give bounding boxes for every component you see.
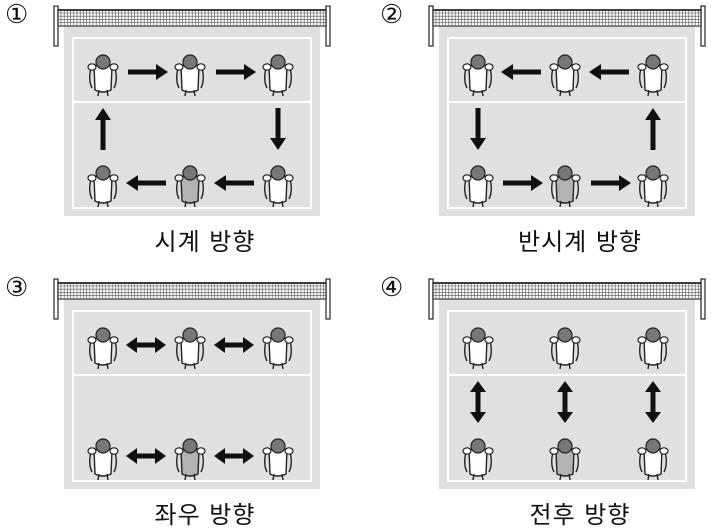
court-lines: [447, 310, 687, 482]
arrow-icon: [214, 175, 254, 191]
player-icon: [262, 438, 294, 481]
arrow-icon: [501, 64, 541, 80]
player-icon: [462, 165, 494, 208]
court-diagram: [428, 278, 706, 489]
double-arrow-icon: [126, 337, 166, 353]
panel-number: ④: [380, 273, 404, 303]
player-icon: [87, 165, 119, 208]
court-lines: [447, 37, 687, 209]
double-arrow-icon: [214, 337, 254, 353]
player-icon: [262, 165, 294, 208]
panel-caption: 전후 방향: [529, 501, 631, 529]
player-icon: [87, 327, 119, 370]
panel-number: ③: [5, 273, 29, 303]
player-icon: [637, 438, 669, 481]
panel-number: ②: [380, 0, 404, 30]
volleyball-net-icon: [432, 282, 702, 300]
player-icon: [637, 54, 669, 97]
double-arrow-icon: [645, 381, 661, 423]
court-lines: [72, 37, 312, 209]
panel-caption: 반시계 방향: [517, 228, 643, 256]
player-icon: [637, 327, 669, 370]
net-post-left: [428, 278, 434, 320]
arrow-icon: [126, 175, 166, 191]
arrow-icon: [270, 108, 286, 150]
panel-clockwise: ① 시계 방향: [0, 0, 340, 256]
arrow-icon: [216, 64, 256, 80]
panel-counterclockwise: ② 반시계 방향: [375, 0, 715, 256]
double-arrow-icon: [470, 381, 486, 423]
player-icon: [549, 165, 581, 208]
panel-front-back: ④ 전후 방향: [375, 273, 715, 529]
arrow-icon: [645, 108, 661, 150]
player-icon: [262, 327, 294, 370]
arrow-icon: [128, 64, 168, 80]
player-icon: [87, 438, 119, 481]
court-diagram: [53, 5, 331, 216]
volleyball-net-icon: [57, 9, 327, 27]
player-icon: [549, 327, 581, 370]
player-icon: [462, 327, 494, 370]
player-icon: [174, 165, 206, 208]
arrow-icon: [589, 64, 629, 80]
player-icon: [174, 438, 206, 481]
volleyball-net-icon: [57, 282, 327, 300]
player-icon: [462, 54, 494, 97]
panel-caption: 시계 방향: [154, 228, 256, 256]
arrow-icon: [591, 175, 631, 191]
volleyball-net-icon: [432, 9, 702, 27]
double-arrow-icon: [126, 448, 166, 464]
court-diagram: [428, 5, 706, 216]
double-arrow-icon: [557, 381, 573, 423]
arrow-icon: [503, 175, 543, 191]
player-icon: [174, 54, 206, 97]
panel-left-right: ③ 좌우 방향: [0, 273, 340, 529]
player-icon: [262, 54, 294, 97]
player-icon: [174, 327, 206, 370]
double-arrow-icon: [214, 448, 254, 464]
court-lines: [72, 310, 312, 482]
arrow-icon: [470, 108, 486, 150]
player-icon: [549, 54, 581, 97]
player-icon: [549, 438, 581, 481]
panel-number: ①: [5, 0, 29, 30]
arrow-icon: [95, 108, 111, 150]
net-post-left: [428, 5, 434, 47]
panel-caption: 좌우 방향: [154, 501, 256, 529]
player-icon: [637, 165, 669, 208]
player-icon: [462, 438, 494, 481]
court-diagram: [53, 278, 331, 489]
player-icon: [87, 54, 119, 97]
